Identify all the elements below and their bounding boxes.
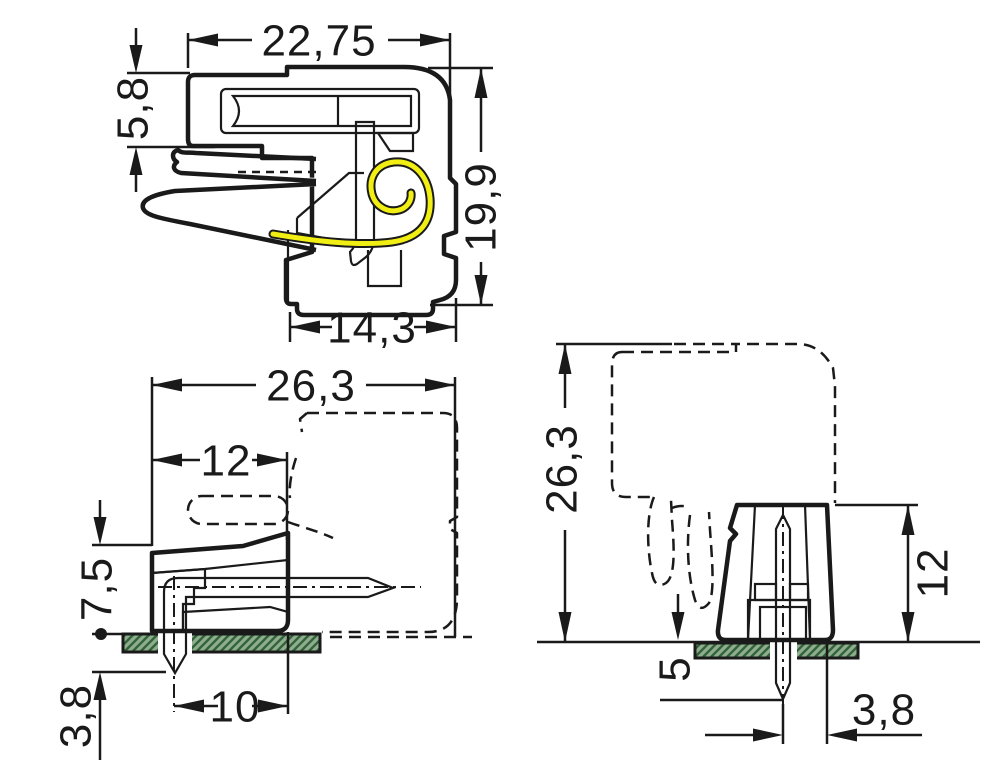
dim-pin-row-offset: 10 [174, 632, 290, 732]
dim-label-entry-height: 5,8 [109, 76, 158, 140]
dim-overall-height-front: 26,3 [538, 342, 672, 642]
side-view: 26,3 12 7,5 3,8 [52, 362, 472, 760]
arrowhead-down [129, 45, 143, 73]
dim-header-depth: 12 [152, 437, 289, 540]
step-left [753, 582, 778, 602]
arrowhead-left [152, 453, 182, 467]
bottom-slot [366, 250, 403, 288]
pcb-board [121, 632, 322, 654]
arrowhead-right [753, 728, 783, 742]
mated-connector-dashed [610, 342, 837, 609]
arrowhead-down [474, 275, 488, 305]
arrowhead-down [558, 612, 572, 642]
dim-overall-height: 19,9 [428, 66, 506, 307]
wall-hatch-left [716, 503, 757, 642]
arrowhead-left [152, 378, 182, 392]
arrowhead-right [258, 699, 288, 713]
mating-connector-dashed [186, 411, 472, 639]
dim-label-overall-height-front: 26,3 [538, 424, 587, 514]
dim-pin-edge-offset: 3,8 [705, 644, 922, 744]
cavity-edge [296, 171, 364, 219]
dim-pin-length-below: 5 [651, 594, 783, 702]
dim-label-height-above-pcb: 7,5 [73, 557, 122, 621]
arrowhead-up [474, 68, 488, 98]
dim-label-header-depth: 12 [201, 437, 252, 486]
dim-dot [95, 628, 107, 640]
dim-pin-below-pcb: 3,8 [52, 670, 166, 760]
dim-label-width-bottom: 14,3 [327, 304, 417, 353]
clamp-spring [270, 159, 433, 247]
dim-entry-height: 5,8 [109, 28, 215, 192]
dim-overall-depth: 26,3 [150, 362, 457, 637]
arrowhead-left [174, 699, 204, 713]
wall-hatch-right [803, 503, 835, 642]
solder-pin-side [162, 576, 397, 676]
step-right [788, 582, 810, 602]
arrowhead-left [827, 728, 857, 742]
dim-label-overall-height: 19,9 [457, 162, 506, 252]
arrowhead-right [420, 33, 450, 47]
dim-label-header-height: 12 [909, 548, 958, 599]
arrowhead-right [425, 378, 455, 392]
wall-hatch-bottom [181, 605, 290, 633]
arrowhead-down [901, 612, 915, 642]
sectional-view: 22,75 5,8 19,9 [109, 17, 506, 353]
connector-body-section [185, 64, 459, 318]
dim-width-bottom: 14,3 [288, 298, 458, 353]
front-view: 26,3 12 5 3,8 [537, 342, 980, 744]
arrowhead-right [257, 453, 287, 467]
busbar [230, 94, 413, 128]
latch-hook [170, 147, 317, 184]
dim-label-width-top: 22,75 [261, 17, 376, 66]
arrowhead-up [558, 344, 572, 374]
arrowhead-left [290, 320, 320, 334]
arrowhead-right [426, 320, 456, 334]
dim-height-above-pcb: 7,5 [73, 500, 152, 640]
dim-label-overall-depth: 26,3 [266, 362, 356, 411]
dim-label-pin-length-below: 5 [651, 656, 700, 681]
arrowhead-left [188, 33, 218, 47]
arrowhead-up [93, 672, 107, 700]
dim-label-pin-row-offset: 10 [210, 683, 261, 732]
dim-header-height: 12 [835, 503, 958, 642]
wall-hatch-left [150, 567, 207, 633]
clamp-wedge [375, 131, 415, 153]
wire-channel [219, 87, 421, 135]
arrowhead-up [129, 147, 143, 175]
latch-lever [140, 181, 317, 253]
arrowhead-up [901, 505, 915, 535]
dim-label-pin-below-pcb: 3,8 [52, 684, 101, 748]
arrowhead-down [671, 612, 685, 640]
arrowhead-down [93, 517, 107, 545]
dim-width-top: 22,75 [186, 17, 452, 96]
dim-label-pin-edge-offset: 3,8 [852, 686, 916, 735]
